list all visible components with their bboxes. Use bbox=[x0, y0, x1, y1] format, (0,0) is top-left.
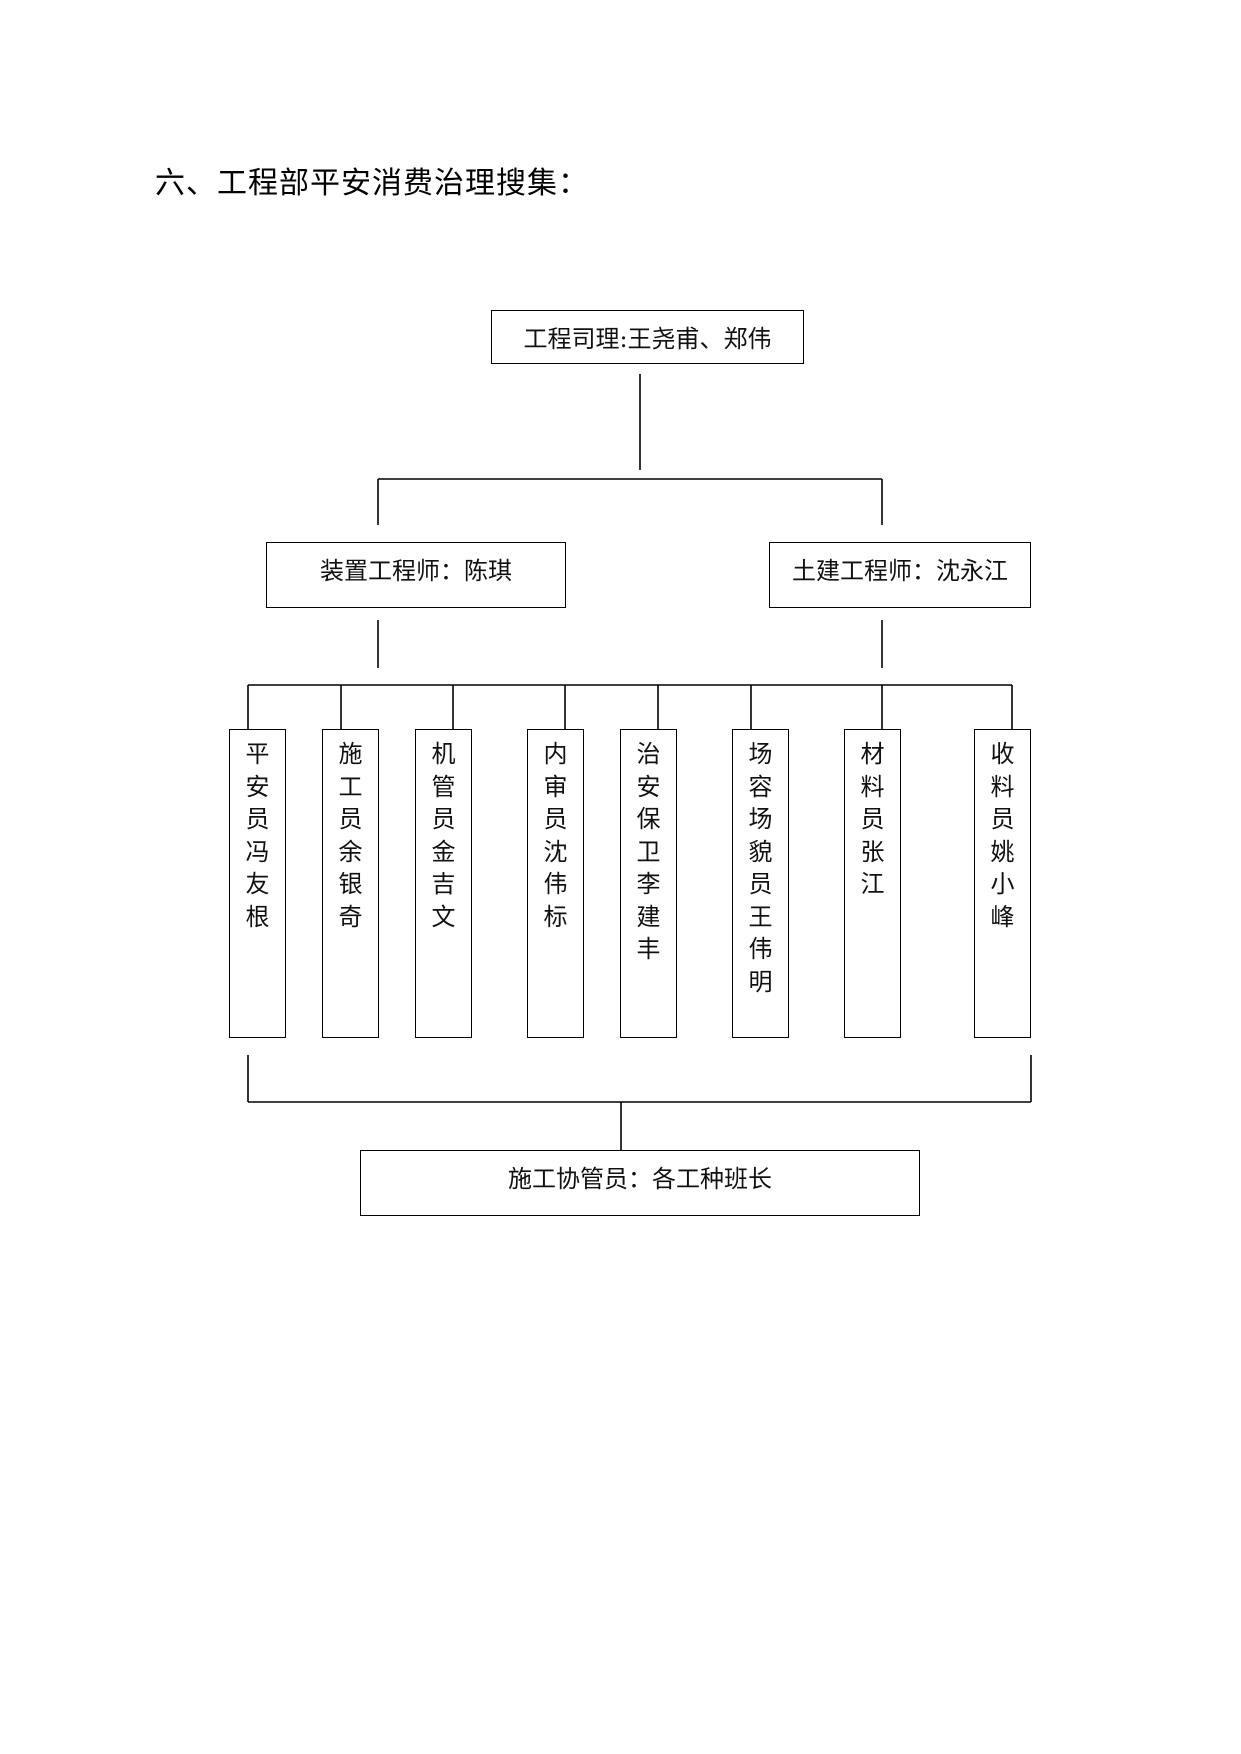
member-label-char: 员 bbox=[245, 805, 270, 833]
member-label-char: 江 bbox=[860, 870, 885, 898]
member-label-char: 安 bbox=[636, 772, 661, 801]
member-label-char: 工 bbox=[338, 772, 363, 801]
member-label-char: 治 bbox=[636, 740, 661, 768]
manager-box: 工程司理:王尧甫、郑伟 bbox=[491, 310, 804, 364]
member-label-char: 奇 bbox=[338, 902, 363, 931]
member-label-char: 场 bbox=[748, 740, 773, 768]
site-coordinator-box: 施工协管员：各工种班长 bbox=[360, 1150, 920, 1216]
installation-engineer-box: 装置工程师：陈琪 bbox=[266, 542, 566, 608]
member-label-char: 标 bbox=[543, 902, 568, 931]
member-label-char: 貌 bbox=[748, 837, 773, 866]
member-label-char: 员 bbox=[990, 805, 1015, 833]
member-label-char: 吉 bbox=[431, 870, 456, 898]
member-label-char: 友 bbox=[245, 870, 270, 898]
member-label-char: 丰 bbox=[636, 935, 661, 963]
member-label-char: 容 bbox=[748, 772, 773, 801]
member-label-char: 管 bbox=[431, 772, 456, 801]
member-label-char: 施 bbox=[338, 740, 363, 768]
member-box-security-guard: 治安保卫李建丰 bbox=[620, 729, 677, 1038]
member-label-char: 冯 bbox=[245, 837, 270, 866]
member-box-construction-worker: 施工员余银奇 bbox=[322, 729, 379, 1038]
member-label-char: 李 bbox=[636, 870, 661, 898]
member-label-char: 小 bbox=[990, 870, 1015, 898]
member-box-safety-officer: 平安员冯友根 bbox=[229, 729, 286, 1038]
member-label-char: 姚 bbox=[990, 837, 1015, 866]
member-label-char: 银 bbox=[338, 870, 363, 898]
section-heading: 六、工程部平安消费治理搜集： bbox=[155, 166, 589, 201]
member-label-char: 伟 bbox=[543, 870, 568, 898]
civil-engineer-box: 土建工程师：沈永江 bbox=[769, 542, 1031, 608]
member-label-char: 收 bbox=[990, 740, 1015, 768]
member-label-char: 金 bbox=[431, 837, 456, 866]
member-label-char: 员 bbox=[748, 870, 773, 898]
member-label-char: 张 bbox=[860, 837, 885, 866]
member-label-char: 员 bbox=[431, 805, 456, 833]
member-label-char: 卫 bbox=[636, 837, 661, 866]
member-label-char: 文 bbox=[431, 902, 456, 931]
member-label-char: 内 bbox=[543, 740, 568, 768]
member-label-char: 员 bbox=[543, 805, 568, 833]
member-label-char: 保 bbox=[636, 805, 661, 833]
member-box-site-appearance: 场容场貌员王伟明 bbox=[732, 729, 789, 1038]
member-label-char: 根 bbox=[245, 902, 270, 931]
member-label-char: 沈 bbox=[543, 837, 568, 866]
member-label-char: 审 bbox=[543, 772, 568, 801]
member-label-char: 平 bbox=[245, 740, 270, 768]
member-label-char: 料 bbox=[990, 772, 1015, 801]
member-box-receiving-clerk: 收料员姚小峰 bbox=[974, 729, 1031, 1038]
member-label-char: 员 bbox=[338, 805, 363, 833]
member-label-char: 机 bbox=[431, 740, 456, 768]
member-label-char: 伟 bbox=[748, 935, 773, 963]
member-label-char: 明 bbox=[748, 967, 773, 996]
member-label-char: 王 bbox=[748, 902, 773, 931]
member-label-char: 峰 bbox=[990, 902, 1015, 931]
member-label-char: 余 bbox=[338, 837, 363, 866]
member-label-char: 员 bbox=[860, 805, 885, 833]
member-label-char: 料 bbox=[860, 772, 885, 801]
member-box-internal-auditor: 内审员沈伟标 bbox=[527, 729, 584, 1038]
member-label-char: 材 bbox=[860, 740, 885, 768]
member-label-char: 建 bbox=[636, 902, 661, 931]
member-label-char: 场 bbox=[748, 805, 773, 833]
member-box-materials-officer: 材料员张江 bbox=[844, 729, 901, 1038]
member-box-machinery-manager: 机管员金吉文 bbox=[415, 729, 472, 1038]
member-label-char: 安 bbox=[245, 772, 270, 801]
